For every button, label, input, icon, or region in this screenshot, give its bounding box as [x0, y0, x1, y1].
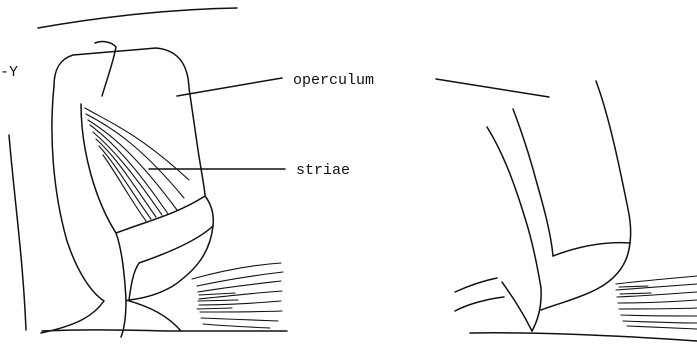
- right-middle-edge: [513, 109, 553, 256]
- left-operculum-front: [95, 42, 116, 96]
- right-fin-line-5: [619, 308, 697, 309]
- left-fin-line-9: [199, 293, 235, 295]
- left-lower-margin: [129, 226, 213, 300]
- partial-left-label: -Y: [0, 64, 18, 81]
- left-fin-line-3: [198, 281, 281, 292]
- striae-label: striae: [296, 162, 350, 179]
- left-top-contour: [38, 8, 237, 28]
- right-fin-line-1: [616, 276, 697, 284]
- right-fin-line-9: [619, 286, 648, 287]
- right-fin-line-8: [627, 326, 697, 329]
- right-upper-edge: [596, 81, 631, 243]
- right-lower-line-2: [455, 297, 504, 311]
- operculum-leader-left: [177, 78, 282, 96]
- left-stria-2: [86, 114, 184, 198]
- right-fin-line-10: [620, 293, 651, 294]
- left-base-line: [42, 330, 287, 331]
- operculum-leader-right: [436, 79, 549, 97]
- left-body-contour: [9, 135, 26, 330]
- right-front-edge: [487, 127, 541, 288]
- right-fin-line-6: [621, 315, 697, 316]
- right-base-line: [470, 333, 697, 341]
- right-lower-plate: [541, 243, 630, 310]
- operculum-label: operculum: [293, 72, 374, 89]
- right-base-curve: [532, 288, 541, 331]
- right-lower-line: [455, 278, 497, 292]
- left-lower-plate: [116, 196, 213, 300]
- left-fin-line-7: [201, 318, 278, 321]
- left-fin-line-6: [200, 311, 282, 312]
- left-fin-line-5: [199, 301, 281, 305]
- right-fin-line-7: [623, 321, 697, 323]
- left-stria-5: [93, 132, 162, 215]
- left-fin-line-10: [198, 300, 238, 301]
- left-base-curve: [126, 300, 181, 331]
- right-inner-base: [502, 282, 532, 331]
- left-stria-6: [96, 139, 156, 217]
- right-specimen-outline: [455, 81, 697, 341]
- left-fin-line-11: [197, 308, 232, 309]
- left-inner-contour: [41, 86, 104, 333]
- right-fin-line-3: [617, 292, 697, 297]
- left-fin-line-4: [199, 291, 282, 299]
- right-fin-line-4: [618, 300, 697, 303]
- left-specimen-outline: [9, 8, 287, 337]
- left-fin-line-1: [192, 263, 281, 279]
- left-fin-line-8: [203, 324, 270, 328]
